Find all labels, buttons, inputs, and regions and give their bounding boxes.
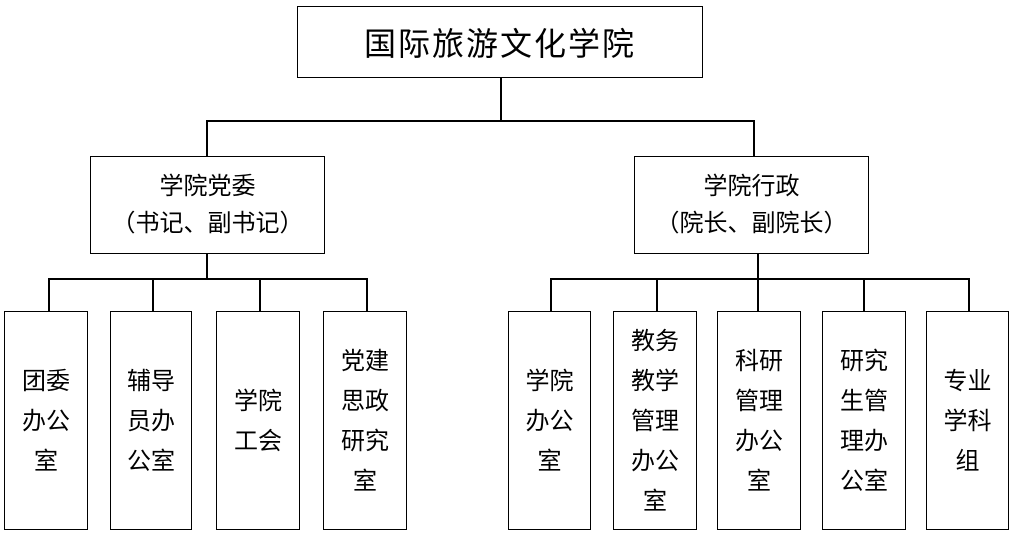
party-committee-node: 学院党委 （书记、副书记）	[90, 156, 325, 254]
party-committee-title: 学院党委	[159, 172, 256, 200]
admin-unit-discipline-group: 专业学科组	[926, 311, 1009, 530]
party-unit-label: 党建思政研究室	[341, 346, 389, 495]
admin-unit-label: 教务教学管理办公室	[631, 326, 679, 515]
admin-unit-academic-affairs-office: 教务教学管理办公室	[613, 311, 697, 530]
admin-unit-label: 科研管理办公室	[735, 346, 783, 495]
party-unit-youth-league-office: 团委办公室	[4, 311, 88, 530]
party-unit-label: 学院工会	[234, 386, 282, 455]
connector-party-unit-2	[152, 278, 154, 311]
connector-root-horizontal	[206, 120, 754, 122]
connector-to-party	[206, 120, 208, 156]
connector-party-unit-1	[48, 278, 50, 311]
party-unit-labor-union: 学院工会	[216, 311, 300, 530]
root-node: 国际旅游文化学院	[297, 6, 703, 78]
admin-unit-label: 研究生管理办公室	[840, 346, 888, 495]
connector-admin-horizontal	[550, 278, 969, 280]
administration-node: 学院行政 （院长、副院长）	[634, 156, 869, 254]
admin-unit-label: 学院办公室	[525, 366, 574, 475]
connector-admin-unit-5	[968, 278, 970, 311]
connector-party-down	[206, 254, 208, 279]
party-committee-subtitle: （书记、副书记）	[111, 209, 304, 237]
connector-to-admin	[753, 120, 755, 156]
admin-unit-research-management-office: 科研管理办公室	[717, 311, 801, 530]
admin-unit-graduate-management-office: 研究生管理办公室	[822, 311, 906, 530]
administration-title: 学院行政	[703, 172, 800, 200]
party-unit-counselor-office: 辅导员办公室	[110, 311, 192, 530]
connector-party-horizontal	[48, 278, 366, 280]
connector-party-unit-4	[366, 278, 368, 311]
connector-admin-down	[757, 254, 759, 279]
connector-admin-unit-4	[863, 278, 865, 311]
connector-admin-unit-3	[757, 278, 759, 311]
connector-party-unit-3	[259, 278, 261, 311]
admin-unit-label: 专业学科组	[943, 366, 992, 475]
root-title: 国际旅游文化学院	[363, 25, 636, 63]
party-unit-party-building-research: 党建思政研究室	[323, 311, 407, 530]
party-unit-label: 辅导员办公室	[127, 366, 175, 475]
connector-admin-unit-1	[550, 278, 552, 311]
admin-unit-college-office: 学院办公室	[508, 311, 591, 530]
connector-root-down	[500, 77, 502, 120]
connector-admin-unit-2	[656, 278, 658, 311]
party-unit-label: 团委办公室	[22, 366, 70, 475]
administration-subtitle: （院长、副院长）	[655, 209, 848, 237]
